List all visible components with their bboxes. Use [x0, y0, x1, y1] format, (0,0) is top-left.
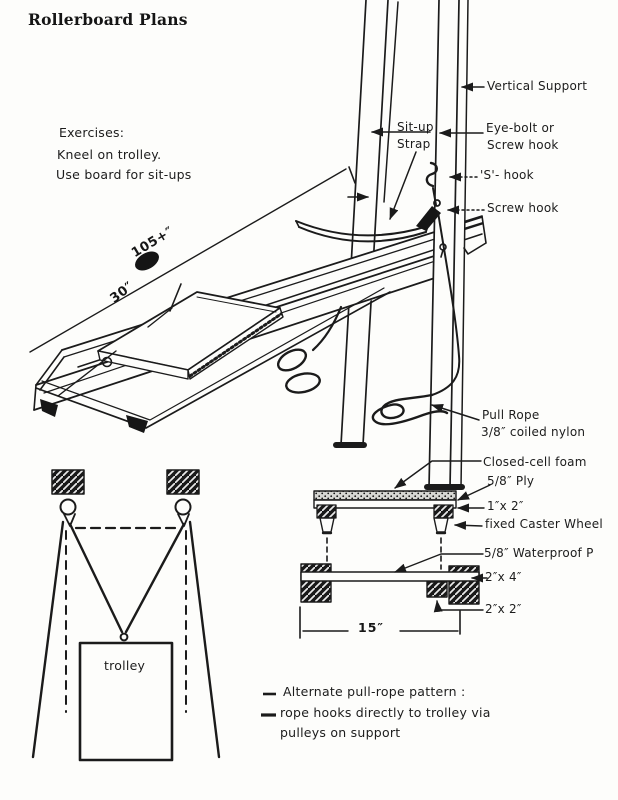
exercise-note-2: Use board for sit-ups — [56, 167, 192, 182]
pulley-left-icon — [59, 498, 77, 516]
pull-rope — [371, 187, 461, 426]
label-situp-strap-2: Strap — [397, 137, 431, 151]
label-screw-hook: Screw hook — [487, 201, 559, 215]
label-2x4: 2″x 4″ — [485, 570, 522, 584]
vertical-support-left-post — [333, 0, 399, 448]
board-end-tip — [463, 215, 487, 255]
main-assembly-drawing — [29, 0, 487, 490]
note-bullets — [261, 692, 276, 717]
width-dimension-label: 15″ — [358, 620, 384, 635]
label-2x2: 2″x 2″ — [485, 602, 522, 616]
rail-block-right — [433, 504, 454, 519]
caster-wheel-right-icon — [433, 517, 449, 533]
trolley-platform — [97, 291, 284, 380]
label-fixed-caster-wheel: fixed Caster Wheel — [485, 517, 603, 531]
support-block-left — [51, 469, 85, 495]
support-block-right — [166, 469, 200, 495]
label-closed-cell-foam: Closed-cell foam — [483, 455, 587, 469]
dimension-lines — [29, 166, 356, 397]
ply-layer — [313, 499, 457, 509]
note-line-1: Alternate pull-rope pattern : — [283, 684, 466, 699]
screw-hook-icon — [433, 199, 441, 207]
trolley-cross-section — [313, 490, 457, 570]
note-line-3: pulleys on support — [280, 725, 401, 740]
label-vertical-support: Vertical Support — [487, 79, 588, 93]
trolley-label: trolley — [104, 658, 146, 673]
caster-foot-left — [40, 399, 58, 417]
document-title: Rollerboard Plans — [28, 10, 188, 29]
lumber-2x4-left — [300, 563, 332, 603]
rail-block-left — [316, 504, 337, 519]
hook-hardware — [416, 161, 441, 231]
vertical-support-right-post — [424, 0, 469, 490]
width-dimension-15 — [299, 606, 461, 639]
label-1x2: 1″x 2″ — [487, 499, 524, 513]
pulley-right-icon — [174, 498, 192, 516]
label-s-hook: 'S'- hook — [480, 168, 534, 182]
foam-layer — [313, 490, 457, 501]
s-hook-icon — [425, 161, 438, 188]
label-eyebolt-2: Screw hook — [487, 138, 559, 152]
waterproof-ply-plank — [300, 571, 480, 582]
pulley-pattern-diagram — [31, 469, 221, 762]
label-situp-strap-1: Sit-up — [397, 120, 434, 134]
lumber-2x2 — [426, 581, 448, 598]
rope-coil — [371, 393, 449, 426]
note-line-2: rope hooks directly to trolley via — [280, 705, 491, 720]
overwritten-number-blob — [135, 251, 159, 271]
callout-leaders — [371, 82, 485, 421]
label-pull-rope-2: 3/8″ coiled nylon — [481, 425, 586, 439]
label-pull-rope-1: Pull Rope — [482, 408, 540, 422]
rope-hook-icon — [119, 632, 129, 642]
label-eyebolt-1: Eye-bolt or — [486, 121, 555, 135]
exercises-heading: Exercises: — [59, 125, 125, 140]
exercise-note-1: Kneel on trolley. — [57, 147, 162, 162]
caster-foot-right — [126, 415, 148, 433]
cross-section-leaders — [394, 460, 491, 613]
trolley-outline — [78, 641, 174, 762]
board-cross-section — [299, 460, 491, 639]
rope-handle — [276, 305, 343, 394]
caster-wheel-left-icon — [319, 517, 335, 533]
label-ply: 5/8″ Ply — [487, 474, 535, 488]
label-waterproof-ply: 5/8″ Waterproof P — [484, 546, 594, 560]
